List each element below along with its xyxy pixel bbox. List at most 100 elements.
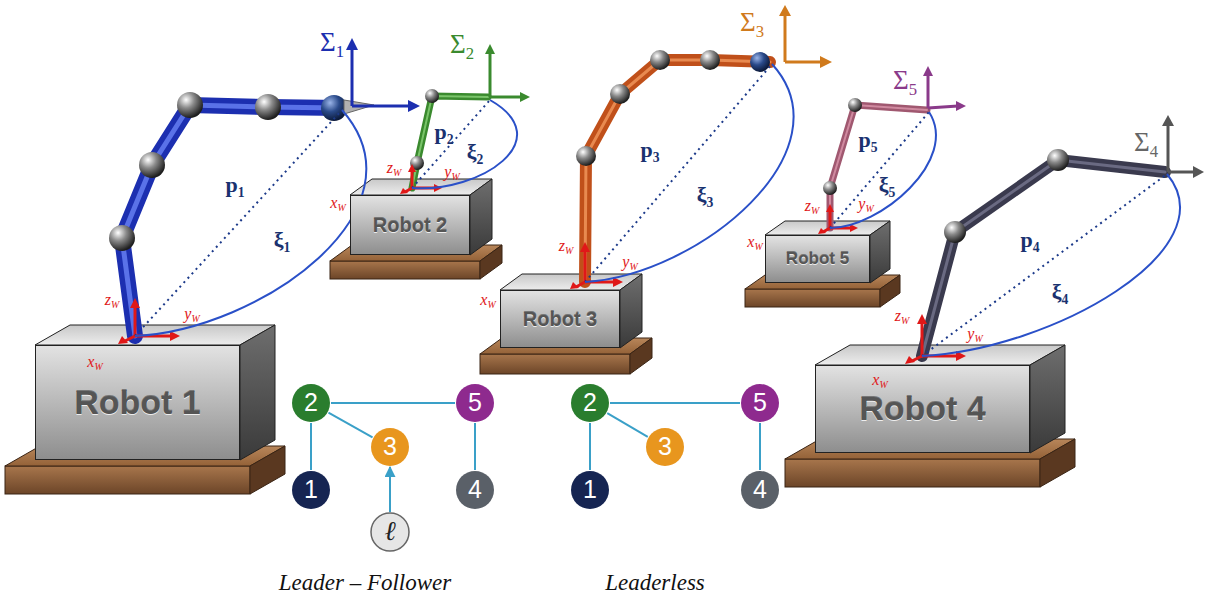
symbol: Σ [450,29,466,59]
symbol: z [805,197,811,214]
world-frame [584,250,587,282]
graph-edge [607,413,648,437]
subscript: W [901,315,909,326]
world-frame [118,164,966,364]
wooden-base [480,354,630,374]
symbol: p [434,119,446,144]
node-outline [571,471,609,509]
graph-edge [389,467,391,512]
symbol: x [87,353,94,370]
pose-curve [922,174,1180,356]
wooden-base [630,338,652,374]
wooden-base [5,245,1075,494]
graph-node-circle: 5 [740,383,780,423]
robot-arm [830,105,927,228]
graph-edge [310,423,312,470]
axis-label: xW [747,234,762,250]
graph-node-circle: 5 [455,383,495,423]
world-frame [818,228,826,234]
robot-arm [122,105,340,336]
node-outline [292,384,330,422]
frame-label: Σ4 [1134,129,1158,156]
end-effector-frame [1168,171,1195,174]
world-frame [905,356,915,364]
robot-arm [122,60,1165,356]
subscript: 1 [238,185,245,200]
vector-label: p5 [858,129,877,151]
robot-arm [122,105,340,336]
graph-caption: Leaderless [605,571,705,594]
symbol: Σ [320,27,336,57]
node-number: 3 [383,433,397,461]
node-number: 1 [583,476,597,504]
subscript: 4 [1150,141,1158,160]
pose-curve [830,112,936,228]
subscript: W [811,205,819,216]
vector-label: ξ2 [467,141,484,163]
end-effector-frame [923,66,966,111]
end-effector-frame [928,106,958,108]
axis-label: yW [967,326,982,342]
end-effector-frame [490,96,522,99]
graph-node-circle: ℓ [370,512,410,552]
wooden-base [250,446,285,494]
world-frame [130,298,140,308]
frame-label: Σ2 [450,31,474,58]
box-faces [350,179,492,195]
symbol: Σ [740,7,756,37]
robot-name: Robot 2 [373,214,447,236]
robot-name: Robot 5 [786,250,849,269]
joint-sphere [848,98,862,112]
subscript: W [879,379,887,390]
graph-edge [328,413,372,438]
symbol: z [895,307,901,324]
node-outline [456,471,494,509]
vector-label: ξ1 [274,229,291,251]
graph-node-circle: 1 [291,470,331,510]
symbol: p [1020,227,1032,252]
world-frame [570,282,579,289]
node-outline [571,384,609,422]
joint-sphere [610,84,630,104]
position-vector-line [135,64,1167,356]
node-outline [456,384,494,422]
robot-base-box: Robot 1 [35,345,240,460]
joint-sphere [139,152,165,178]
box-faces [240,325,275,460]
end-effector-frame [956,101,966,111]
subscript: 3 [653,150,660,165]
end-effector-frame [346,5,1204,178]
node-number: 4 [753,476,767,504]
symbol: z [559,237,565,254]
subscript: 1 [284,240,291,255]
symbol: z [387,159,393,176]
world-frame [576,282,585,287]
pose-curve [135,110,366,336]
box-faces [870,221,890,283]
end-effector-frame [779,5,791,16]
graph-node-circle: 2 [570,383,610,423]
node-outline [741,471,779,509]
frame-label: Σ1 [320,29,344,56]
symbol: y [622,253,629,270]
end-effector-frame [779,5,832,68]
symbol: p [640,137,652,162]
end-effector-frame [1167,124,1170,172]
subscript: W [451,171,459,182]
wooden-base [1040,439,1075,487]
end-effector-frame [1162,115,1204,178]
joint-sphere [576,146,596,166]
subscript: W [487,299,495,310]
subscript: 4 [1033,240,1040,255]
robot-name: Robot 3 [523,308,597,330]
frame-label: Σ3 [740,9,764,36]
world-frame [408,164,416,172]
subscript: 2 [477,152,484,167]
symbol: y [184,305,191,322]
wooden-base [330,261,480,279]
robot-arm [412,96,488,188]
end-effector-frame [1193,166,1204,178]
robot-arm [830,105,927,228]
position-vector-line [412,100,490,188]
